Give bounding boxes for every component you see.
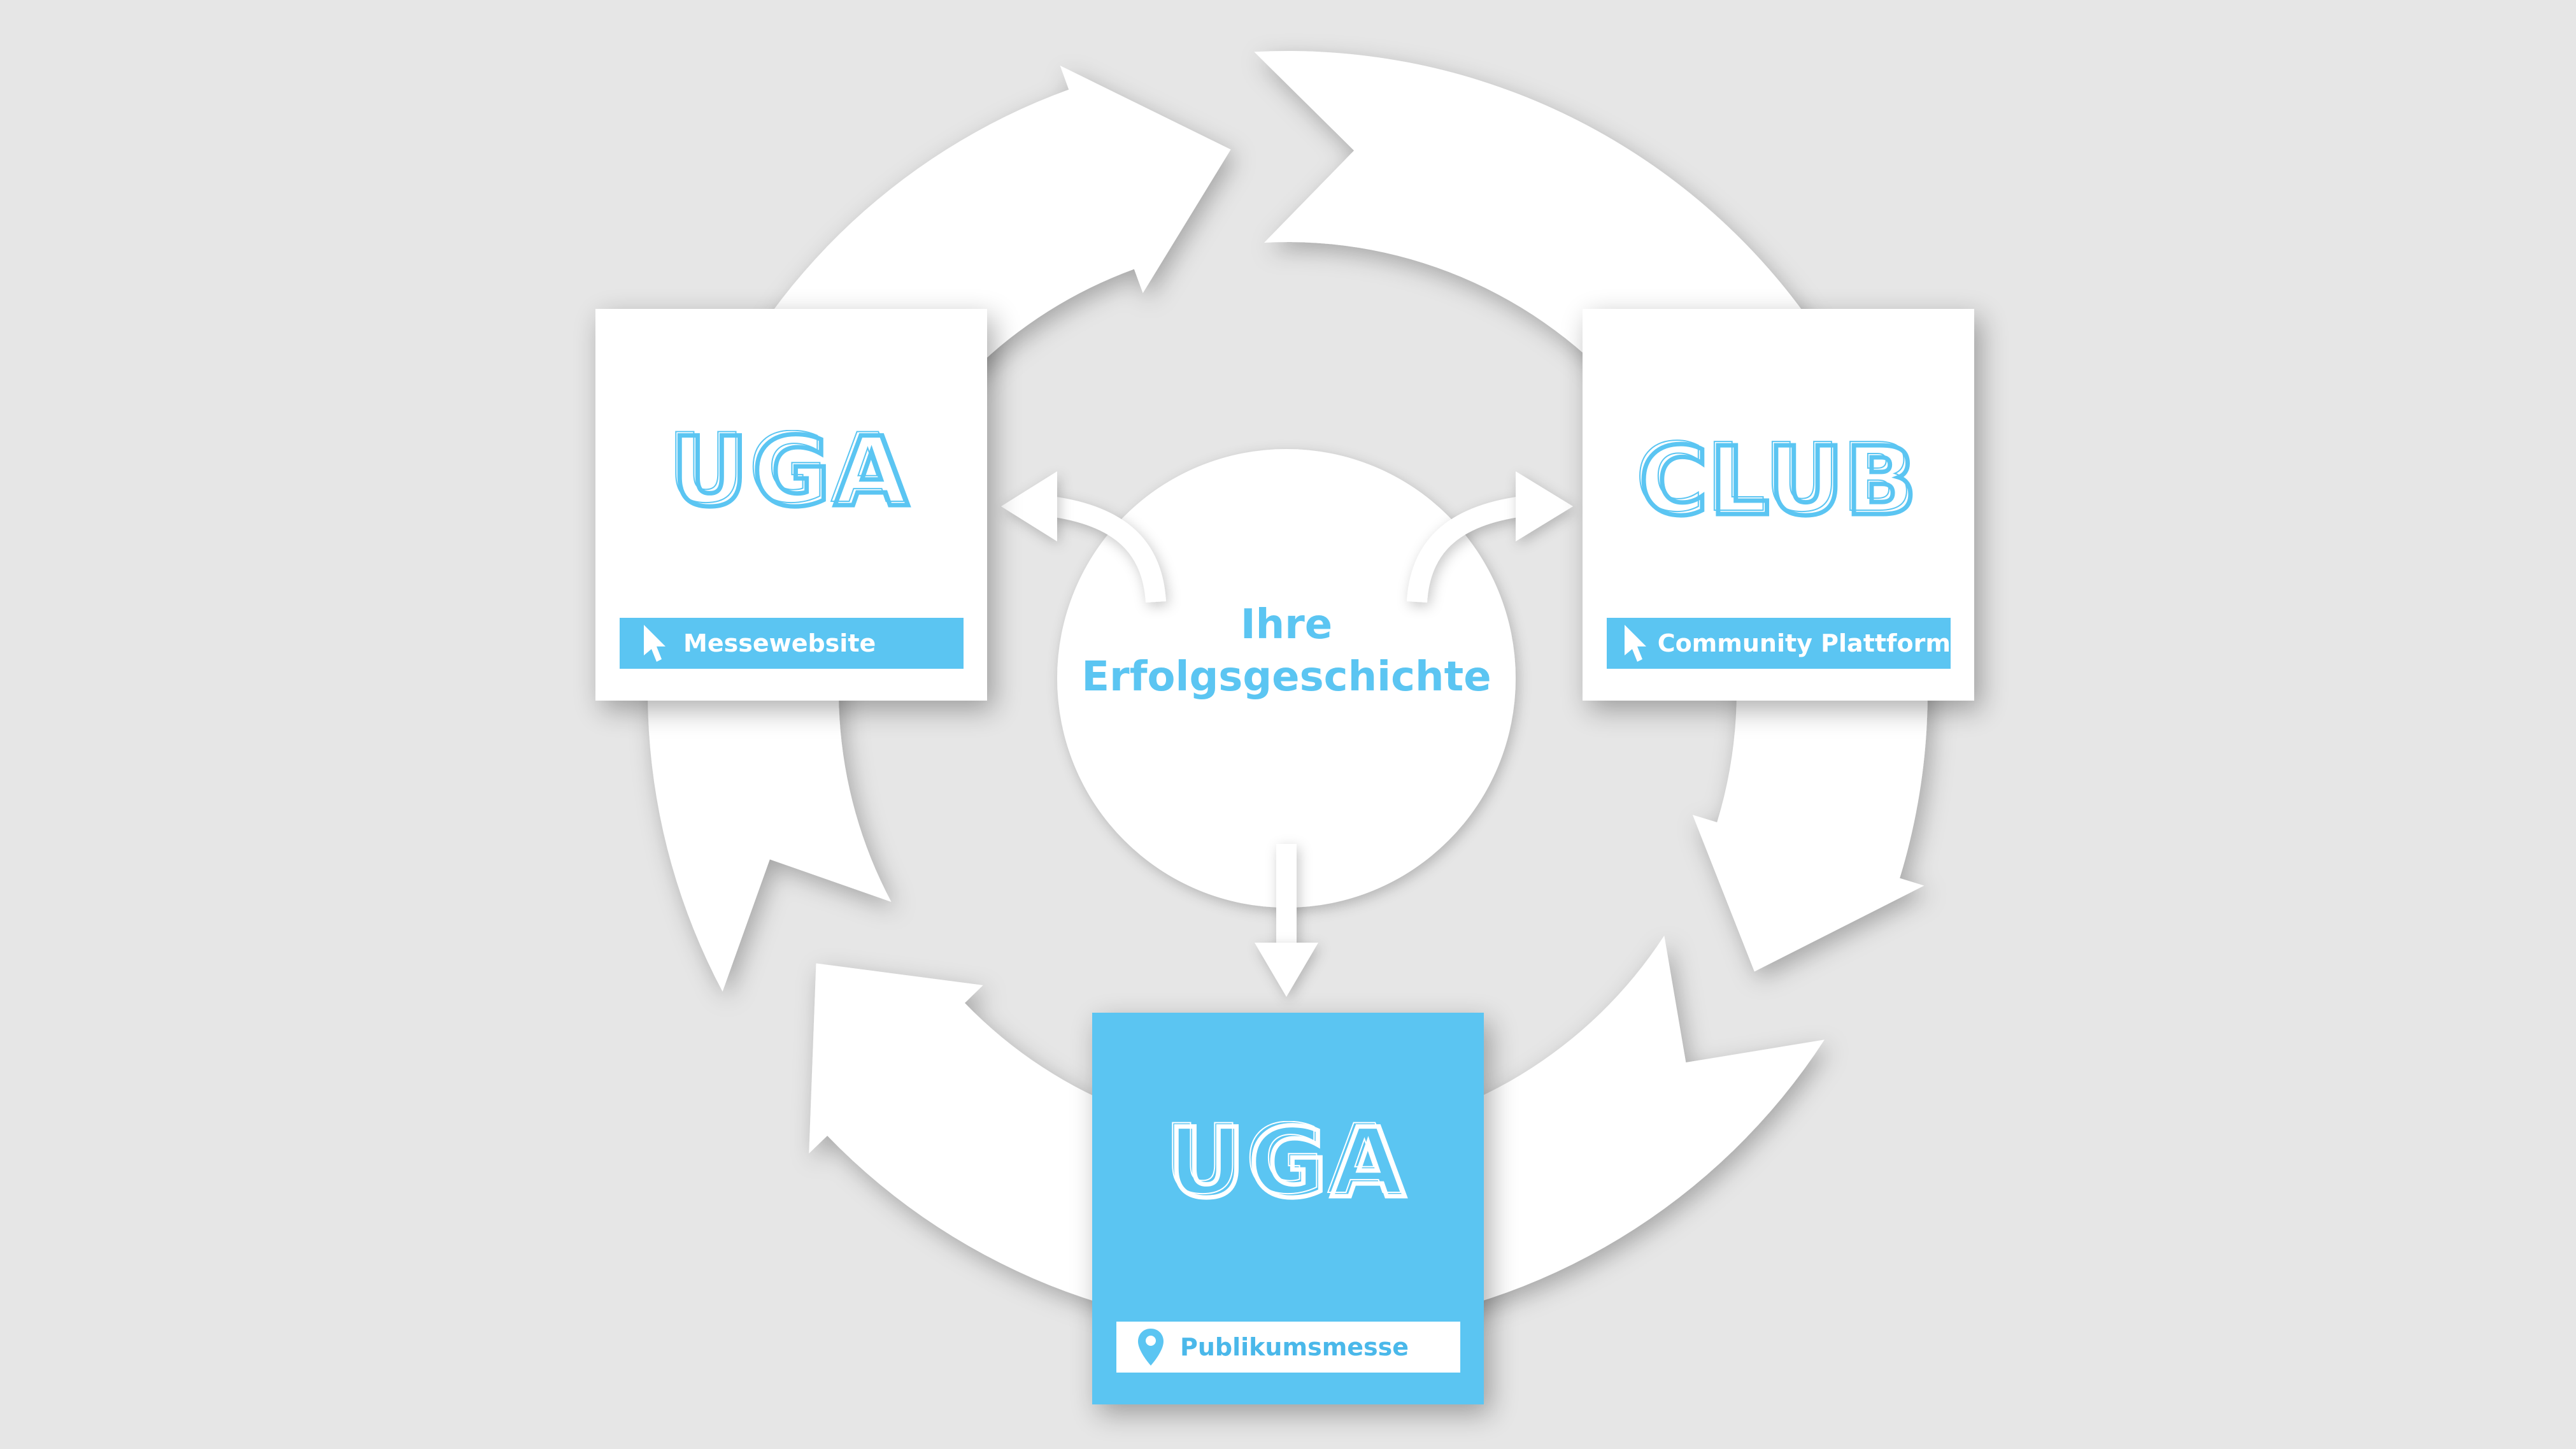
svg-text:UGA: UGA xyxy=(1167,1121,1409,1210)
center-title: Ihre Erfolgsgeschichte xyxy=(1032,599,1541,703)
label-community-plattform-text: Community Plattform xyxy=(1657,629,1951,657)
cycle-ring xyxy=(647,51,1928,1331)
map-pin-icon xyxy=(1130,1322,1171,1373)
cursor-icon xyxy=(1621,618,1649,669)
arrow-to-left-card xyxy=(1049,496,1166,603)
arrowhead-bottom xyxy=(1255,943,1318,997)
label-messewebsite[interactable]: Messewebsite xyxy=(620,618,964,669)
connector-arrows xyxy=(1049,496,1524,952)
label-community-plattform[interactable]: Community Plattform xyxy=(1607,618,1951,669)
center-circle xyxy=(1057,449,1516,908)
center-title-line2: Erfolgsgeschichte xyxy=(1081,653,1491,701)
arrowhead-left xyxy=(1001,471,1057,541)
svg-text:UGA: UGA xyxy=(1163,1121,1405,1210)
svg-text:UGA: UGA xyxy=(671,430,912,519)
label-publikumsmesse-text: Publikumsmesse xyxy=(1180,1333,1409,1361)
center-title-line1: Ihre xyxy=(1240,601,1333,648)
arrowhead-right xyxy=(1516,471,1573,541)
label-messewebsite-text: Messewebsite xyxy=(683,629,876,657)
label-publikumsmesse[interactable]: Publikumsmesse xyxy=(1116,1322,1460,1373)
cursor-icon xyxy=(634,618,674,669)
ring-segment-top-right xyxy=(1254,51,1928,972)
ring-segment-bottom xyxy=(809,936,1825,1331)
club-logo: CLUB CLUB CLUB xyxy=(1583,436,1974,525)
uga-logo-white-text: UGA xyxy=(1167,1121,1409,1210)
svg-text:CLUB: CLUB xyxy=(1639,436,1918,525)
svg-text:UGA: UGA xyxy=(667,430,908,519)
card-publikumsmesse[interactable]: UGA UGA UGA Publikumsmesse xyxy=(1092,1013,1484,1404)
ring-segment-left xyxy=(647,66,1231,992)
uga-logo: UGA UGA UGA xyxy=(595,430,987,519)
svg-text:CLUB: CLUB xyxy=(1639,436,1914,525)
uga-logo-white: UGA UGA UGA xyxy=(1092,1121,1484,1210)
club-logo-text: CLUB xyxy=(1639,436,1918,525)
card-community-plattform[interactable]: CLUB CLUB CLUB Community Plattform xyxy=(1583,309,1974,701)
uga-logo-text: UGA xyxy=(671,430,912,519)
arrow-to-right-card xyxy=(1407,496,1524,603)
card-messewebsite[interactable]: UGA UGA UGA Messewebsite xyxy=(595,309,987,701)
connector-arrowheads xyxy=(1001,471,1573,997)
